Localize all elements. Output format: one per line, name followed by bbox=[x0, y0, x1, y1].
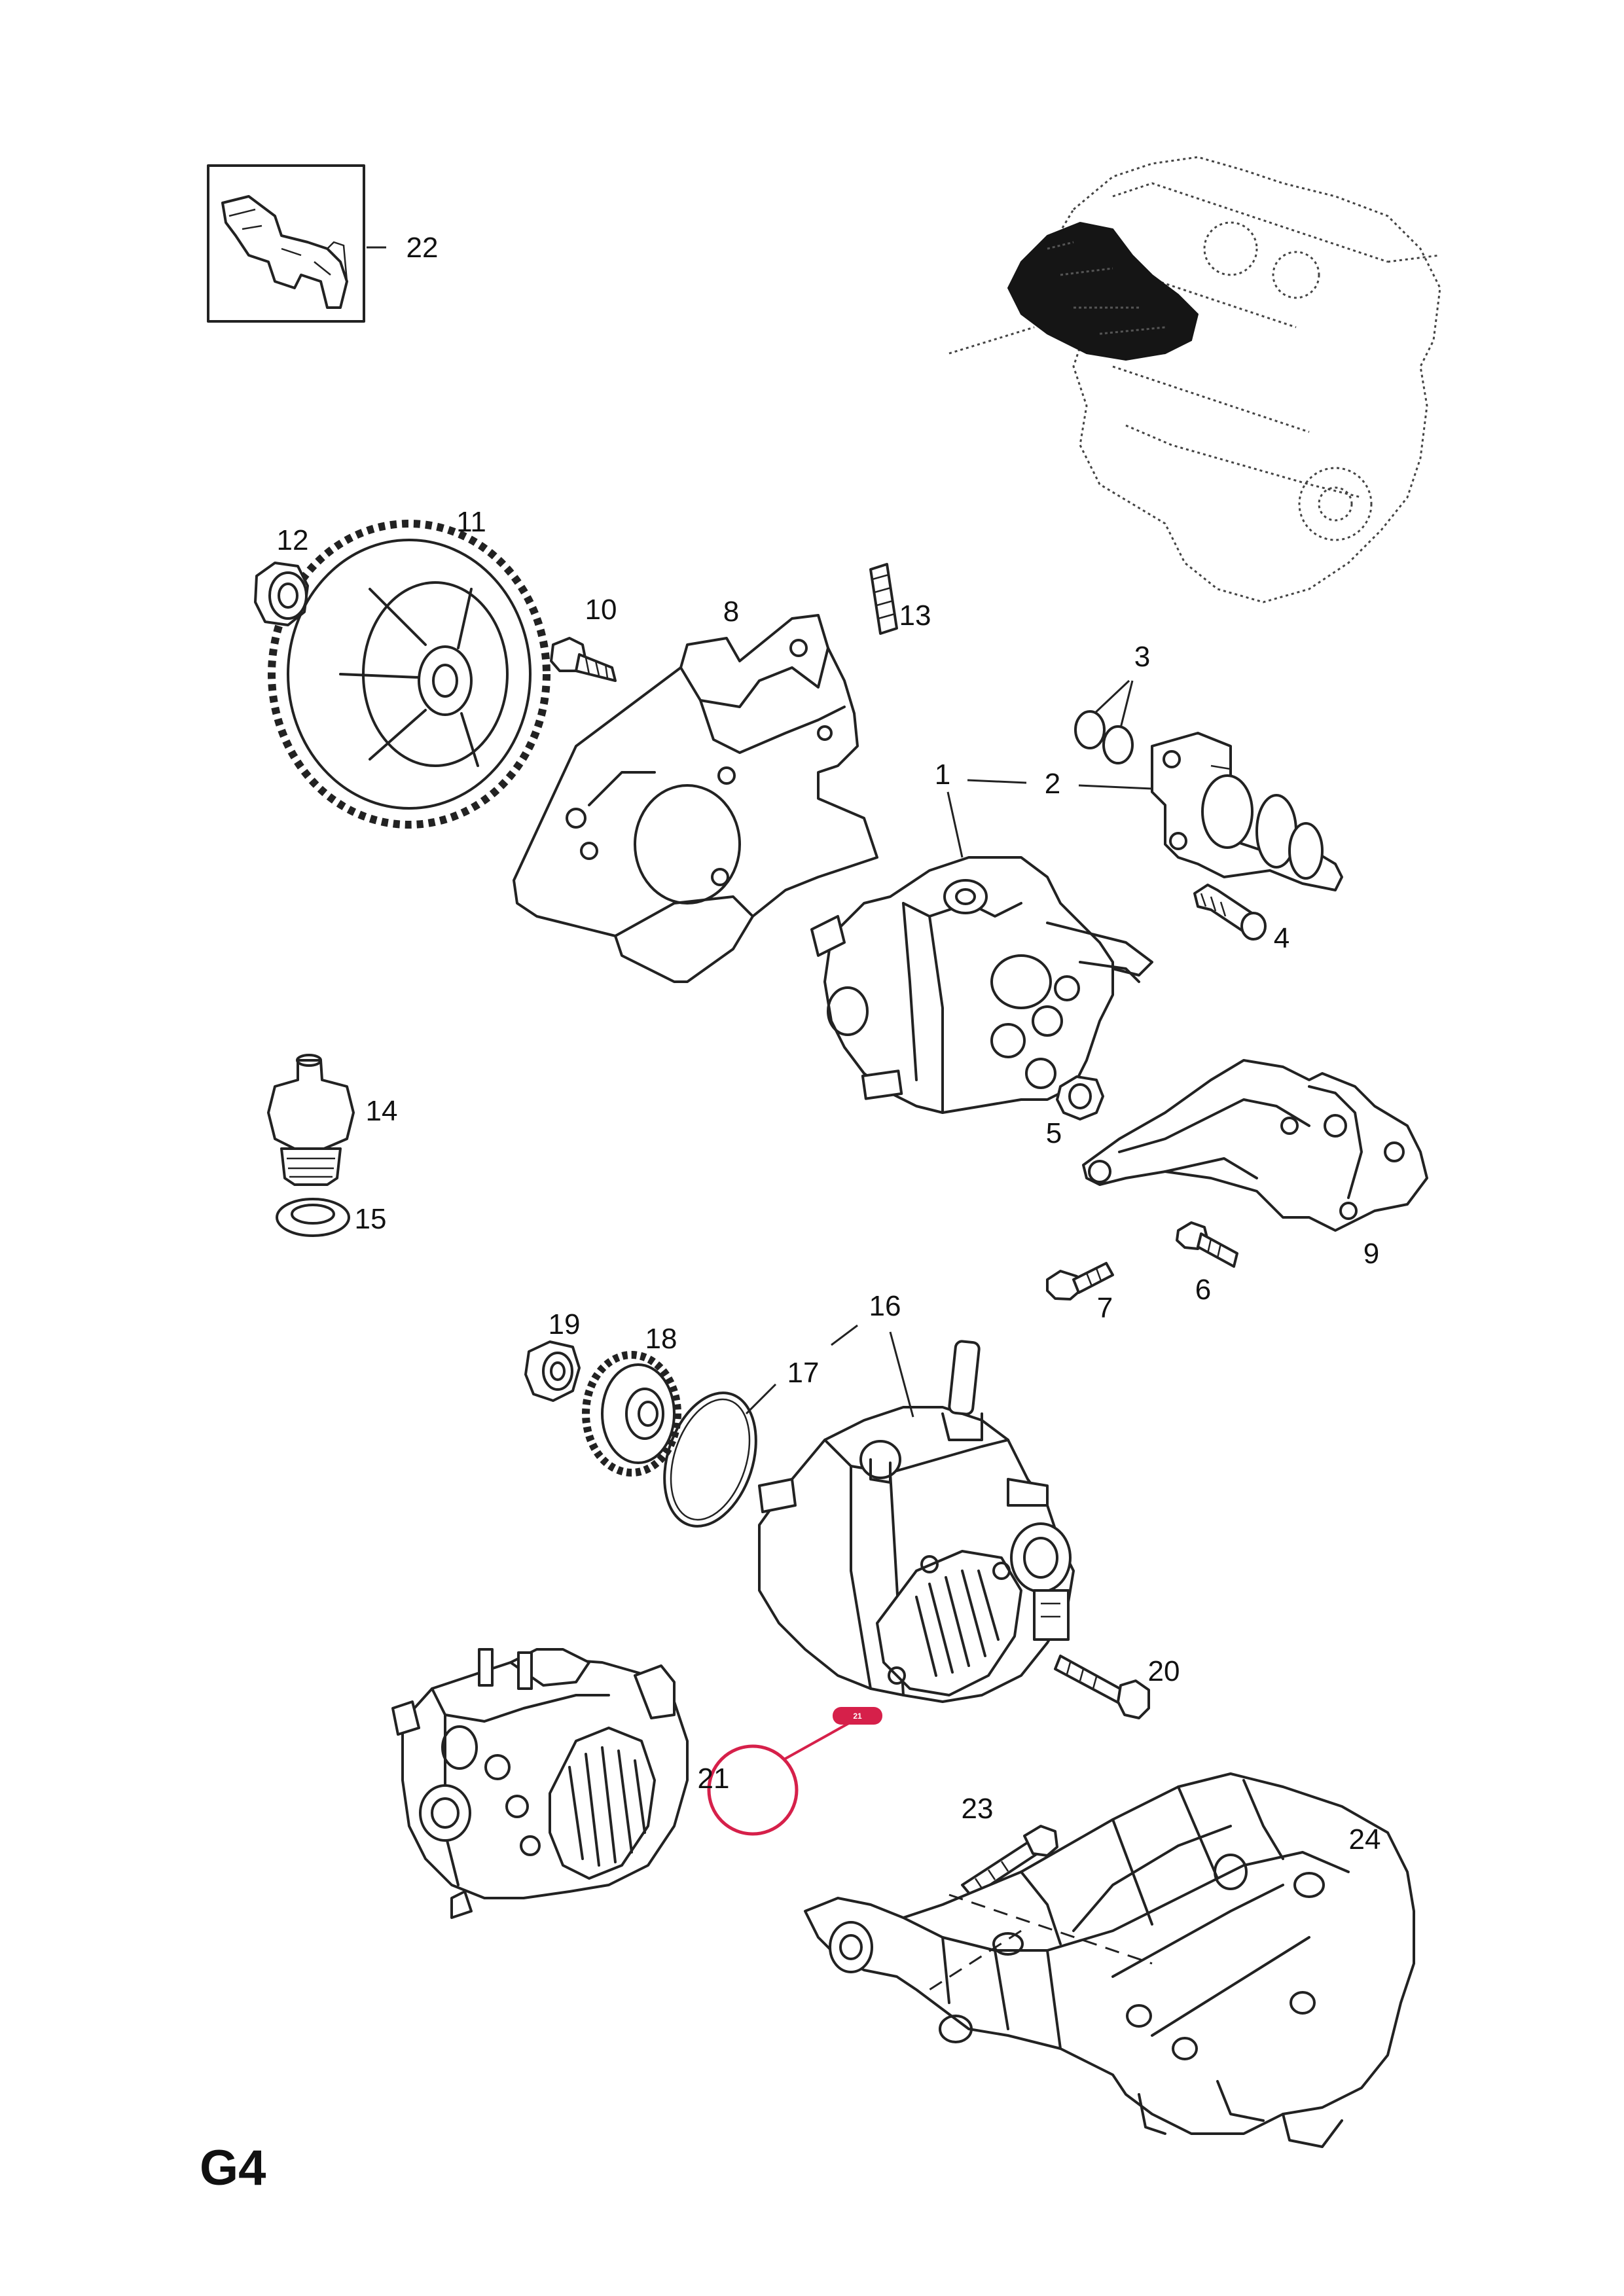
callout-6[interactable]: 6 bbox=[1195, 1274, 1211, 1306]
valve-part-2[interactable] bbox=[1151, 732, 1343, 891]
pump-part-21[interactable] bbox=[391, 1648, 689, 1919]
callout-2[interactable]: 2 bbox=[1045, 768, 1060, 800]
gear-part-18[interactable] bbox=[582, 1351, 681, 1477]
bracket-part-24[interactable] bbox=[804, 1772, 1415, 2148]
o-ring-part-17[interactable] bbox=[649, 1381, 772, 1538]
callout-5[interactable]: 5 bbox=[1046, 1117, 1062, 1149]
sensor-part-14[interactable] bbox=[267, 1054, 355, 1186]
seal-rings-part-3[interactable] bbox=[1074, 710, 1134, 764]
nut-part-5[interactable] bbox=[1056, 1075, 1104, 1121]
pump-part-1[interactable] bbox=[810, 856, 1153, 1114]
inset-box-part-22[interactable] bbox=[207, 164, 365, 323]
callout-4[interactable]: 4 bbox=[1274, 922, 1290, 954]
callout-labels: 1 2 3 4 5 6 7 8 9 10 11 12 13 14 15 16 1… bbox=[277, 232, 1381, 1856]
callout-17[interactable]: 17 bbox=[787, 1357, 820, 1389]
callout-14[interactable]: 14 bbox=[366, 1095, 398, 1127]
callout-9[interactable]: 9 bbox=[1363, 1238, 1379, 1270]
callout-21[interactable]: 21 bbox=[698, 1763, 730, 1795]
callout-16[interactable]: 16 bbox=[869, 1290, 901, 1322]
highlight-badge[interactable] bbox=[833, 1707, 882, 1725]
callout-23[interactable]: 23 bbox=[962, 1793, 994, 1825]
callout-22[interactable]: 22 bbox=[406, 232, 439, 264]
bracket-part-8[interactable] bbox=[513, 614, 878, 983]
callout-8[interactable]: 8 bbox=[723, 596, 739, 628]
highlight-badge-label: 21 bbox=[853, 1712, 862, 1721]
callout-19[interactable]: 19 bbox=[549, 1308, 581, 1340]
callout-20[interactable]: 20 bbox=[1148, 1655, 1180, 1687]
leader-lines bbox=[745, 679, 1153, 1418]
nut-part-12[interactable] bbox=[254, 562, 309, 626]
washer-part-15[interactable] bbox=[276, 1198, 350, 1237]
callout-11[interactable]: 11 bbox=[456, 506, 486, 538]
bracket-part-9[interactable] bbox=[1082, 1059, 1428, 1232]
engine-overview bbox=[948, 156, 1441, 603]
nut-part-19[interactable] bbox=[524, 1340, 581, 1402]
bolt-part-20[interactable] bbox=[1054, 1655, 1150, 1719]
bolt-part-7[interactable] bbox=[1046, 1262, 1114, 1300]
bolt-part-23[interactable] bbox=[961, 1825, 1058, 1898]
screw-part-4[interactable] bbox=[1193, 884, 1267, 941]
dashed-guide-lines bbox=[929, 1893, 1153, 1991]
gear-part-11[interactable] bbox=[268, 520, 550, 829]
callout-12[interactable]: 12 bbox=[277, 524, 309, 556]
highlight-part-21[interactable]: 21 bbox=[707, 1707, 882, 1836]
callout-7[interactable]: 7 bbox=[1097, 1292, 1113, 1324]
callout-1[interactable]: 1 bbox=[935, 759, 950, 791]
bolt-part-6[interactable] bbox=[1176, 1221, 1238, 1268]
stud-part-13[interactable] bbox=[869, 563, 898, 635]
bolt-part-10[interactable] bbox=[550, 637, 617, 682]
callout-3[interactable]: 3 bbox=[1134, 641, 1150, 673]
page-code: G4 bbox=[200, 2140, 266, 2196]
callout-15[interactable]: 15 bbox=[355, 1203, 387, 1235]
callout-13[interactable]: 13 bbox=[899, 600, 931, 632]
callout-18[interactable]: 18 bbox=[645, 1323, 677, 1355]
pump-part-16[interactable] bbox=[758, 1340, 1075, 1703]
callout-24[interactable]: 24 bbox=[1349, 1823, 1381, 1856]
callout-10[interactable]: 10 bbox=[585, 594, 617, 626]
